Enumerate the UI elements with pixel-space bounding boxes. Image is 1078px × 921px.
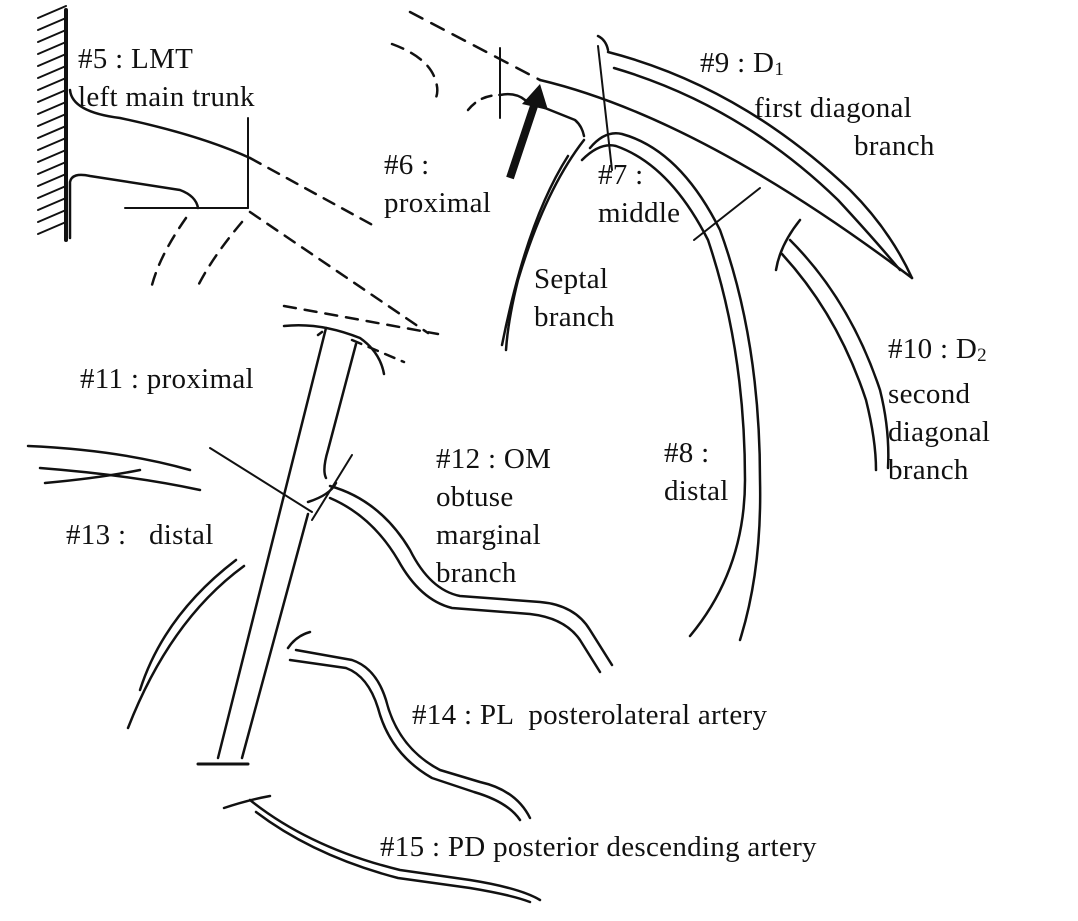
- lcx-distal-vessel: [126, 558, 246, 730]
- om-vessel: [26, 444, 614, 674]
- label-seg6-name: proximal: [384, 187, 492, 219]
- label-seg8: #8 : distal: [664, 434, 729, 510]
- label-seg11: #11 : proximal: [80, 363, 254, 395]
- label-d2-number: #10 : D2: [888, 333, 987, 366]
- label-seg7-number: #7 :: [598, 159, 644, 191]
- label-seg7-name: middle: [598, 197, 681, 229]
- pl-vessel: [286, 630, 532, 822]
- label-d2-line2: second: [888, 378, 971, 410]
- label-seg8-name: distal: [664, 475, 729, 507]
- label-d2-line4: branch: [888, 454, 969, 486]
- label-septal: Septal branch: [534, 260, 615, 336]
- label-seg13: #13 : distal: [66, 519, 214, 551]
- d1-vessel: [596, 34, 914, 280]
- label-seg12: #12 : OM obtuse marginal branch: [436, 440, 551, 592]
- label-seg15: #15 : PD posterior descending artery: [380, 831, 817, 863]
- label-lmt-name: left main trunk: [78, 81, 255, 113]
- label-lmt-number: #5 : LMT: [78, 43, 194, 75]
- arrow-icon: [506, 84, 548, 180]
- lcx-vessel: [196, 304, 440, 766]
- label-d1: #9 : D1 first diagonal branch: [700, 44, 935, 165]
- label-d2-line3: diagonal: [888, 416, 991, 448]
- lmt-vessel: [68, 88, 430, 335]
- label-seg6-number: #6 :: [384, 149, 430, 181]
- label-d1-number: #9 : D1: [700, 47, 785, 80]
- aortic-hatching: [37, 5, 67, 235]
- label-seg8-number: #8 :: [664, 437, 710, 469]
- label-seg7: #7 : middle: [598, 156, 680, 232]
- label-seg6: #6 : proximal: [384, 146, 491, 222]
- label-lmt: #5 : LMT left main trunk: [78, 40, 255, 116]
- label-seg12-line4: branch: [436, 557, 517, 589]
- label-septal-line1: Septal: [534, 263, 609, 295]
- label-seg12-number: #12 : OM: [436, 443, 552, 475]
- label-seg14: #14 : PL posterolateral artery: [412, 699, 768, 731]
- aortic-wall: [37, 5, 68, 242]
- lad-vessel: [390, 10, 914, 642]
- label-seg12-line3: marginal: [436, 519, 541, 551]
- label-septal-line2: branch: [534, 301, 615, 333]
- pd-vessel: [222, 794, 542, 904]
- label-d1-line2: first diagonal: [754, 92, 913, 124]
- label-d1-line3: branch: [854, 130, 935, 162]
- label-seg12-line2: obtuse: [436, 481, 514, 513]
- d2-vessel: [774, 218, 890, 472]
- label-d2: #10 : D2 second diagonal branch: [888, 330, 990, 489]
